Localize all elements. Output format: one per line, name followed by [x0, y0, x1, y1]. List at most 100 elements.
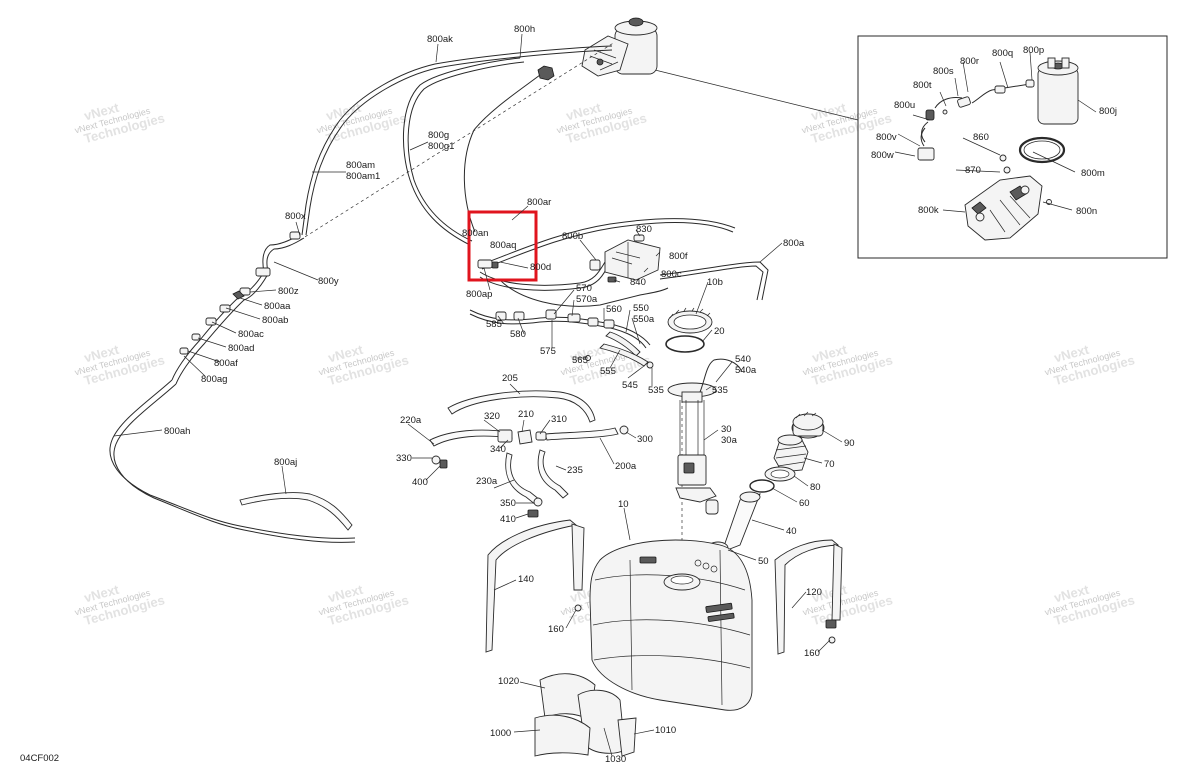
label-800r: 800r [960, 56, 979, 67]
label-30: 30 [721, 424, 732, 435]
label-1010: 1010 [655, 725, 676, 736]
fuel-tank [589, 539, 753, 711]
label-800ar: 800ar [527, 197, 551, 208]
label-580: 580 [510, 329, 526, 340]
label-160-right: 160 [804, 648, 820, 659]
label-575: 575 [540, 346, 556, 357]
label-800h: 800h [514, 24, 535, 35]
label-340: 340 [490, 444, 506, 455]
label-800m: 800m [1081, 168, 1105, 179]
crossover-hoses [429, 390, 629, 518]
inset-canister [1037, 57, 1079, 125]
label-10: 10 [618, 499, 629, 510]
label-800ad: 800ad [228, 343, 254, 354]
label-800d: 800d [530, 262, 551, 273]
label-800z: 800z [278, 286, 299, 297]
label-10b: 10b [707, 277, 723, 288]
tank-strap-left [485, 519, 585, 653]
label-800t: 800t [913, 80, 932, 91]
label-555: 555 [600, 366, 616, 377]
label-570a: 570a [576, 294, 598, 305]
label-840: 840 [630, 277, 646, 288]
hose-800aj [239, 492, 353, 531]
highlight-box-800aq [467, 210, 538, 282]
watermark: vNext vNext Technologies Technologies [317, 342, 410, 389]
label-230a: 230a [476, 476, 498, 487]
label-120: 120 [806, 587, 822, 598]
watermark: vNext vNext Technologies Technologies [1043, 582, 1136, 629]
pump-gasket [665, 335, 705, 353]
left-vent-line [109, 231, 356, 543]
label-320: 320 [484, 411, 500, 422]
inset-frame [857, 35, 1168, 259]
label-800ak: 800ak [427, 34, 453, 45]
watermark: vNext vNext Technologies Technologies [801, 342, 894, 389]
filler-hose [705, 491, 761, 553]
label-540: 540 [735, 354, 751, 365]
label-560: 560 [606, 304, 622, 315]
label-535b: 535 [712, 385, 728, 396]
label-30a: 30a [721, 435, 738, 446]
fuel-cap [791, 411, 825, 439]
label-800p: 800p [1023, 45, 1044, 56]
label-800f: 800f [669, 251, 688, 262]
inset-bracket [964, 175, 1043, 241]
watermark: vNext vNext Technologies Technologies [801, 582, 894, 629]
label-20: 20 [714, 326, 725, 337]
pump-lock-ring [667, 307, 713, 334]
label-410: 410 [500, 514, 516, 525]
watermark: vNext vNext Technologies Technologies [73, 342, 166, 389]
label-800ap: 800ap [466, 289, 492, 300]
label-70: 70 [824, 459, 835, 470]
label-800ac: 800ac [238, 329, 264, 340]
label-800g1: 800g1 [428, 141, 454, 152]
label-860: 860 [973, 132, 989, 143]
label-800x: 800x [285, 211, 306, 222]
label-220a: 220a [400, 415, 422, 426]
watermark: vNext vNext Technologies Technologies [73, 582, 166, 629]
label-800q: 800q [992, 48, 1013, 59]
label-800ab: 800ab [262, 315, 288, 326]
label-800u: 800u [894, 100, 915, 111]
label-830: 830 [636, 224, 652, 235]
label-60: 60 [799, 498, 810, 509]
tank-strap-right [774, 539, 843, 655]
label-800s: 800s [933, 66, 954, 77]
label-40: 40 [786, 526, 797, 537]
label-400: 400 [412, 477, 428, 488]
label-800k: 800k [918, 205, 939, 216]
label-800y: 800y [318, 276, 339, 287]
connector-800aq [477, 259, 499, 269]
label-800j: 800j [1099, 106, 1117, 117]
label-570: 570 [576, 283, 592, 294]
label-350: 350 [500, 498, 516, 509]
watermark: vNext vNext Technologies Technologies [1043, 342, 1136, 389]
inset-small-parts [917, 79, 1052, 205]
label-545: 545 [622, 380, 638, 391]
label-585: 585 [486, 319, 502, 330]
inset-detail-box: 800r 800q 800p 800s 800t 800u 800j 800v … [857, 35, 1168, 259]
evap-canister-assembly [537, 17, 658, 81]
label-1020: 1020 [498, 676, 519, 687]
label-800a: 800a [783, 238, 805, 249]
watermark: vNext vNext Technologies Technologies [315, 100, 408, 147]
label-50: 50 [758, 556, 769, 567]
label-800v: 800v [876, 132, 897, 143]
filler-neck [773, 434, 809, 473]
label-800am: 800am [346, 160, 375, 171]
label-200a: 200a [615, 461, 637, 472]
label-310: 310 [551, 414, 567, 425]
leader-lines [113, 33, 843, 757]
label-800w: 800w [871, 150, 894, 161]
label-140: 140 [518, 574, 534, 585]
fuel-pump-assembly [667, 358, 743, 503]
label-800n: 800n [1076, 206, 1097, 217]
label-800ag: 800ag [201, 374, 227, 385]
label-565: 565 [572, 355, 588, 366]
heat-shields [534, 673, 637, 757]
watermark: vNext vNext Technologies Technologies [73, 100, 166, 147]
label-300: 300 [637, 434, 653, 445]
label-800ah: 800ah [164, 426, 190, 437]
watermark: vNext vNext Technologies Technologies [317, 582, 410, 629]
label-800b: 800b [562, 231, 583, 242]
